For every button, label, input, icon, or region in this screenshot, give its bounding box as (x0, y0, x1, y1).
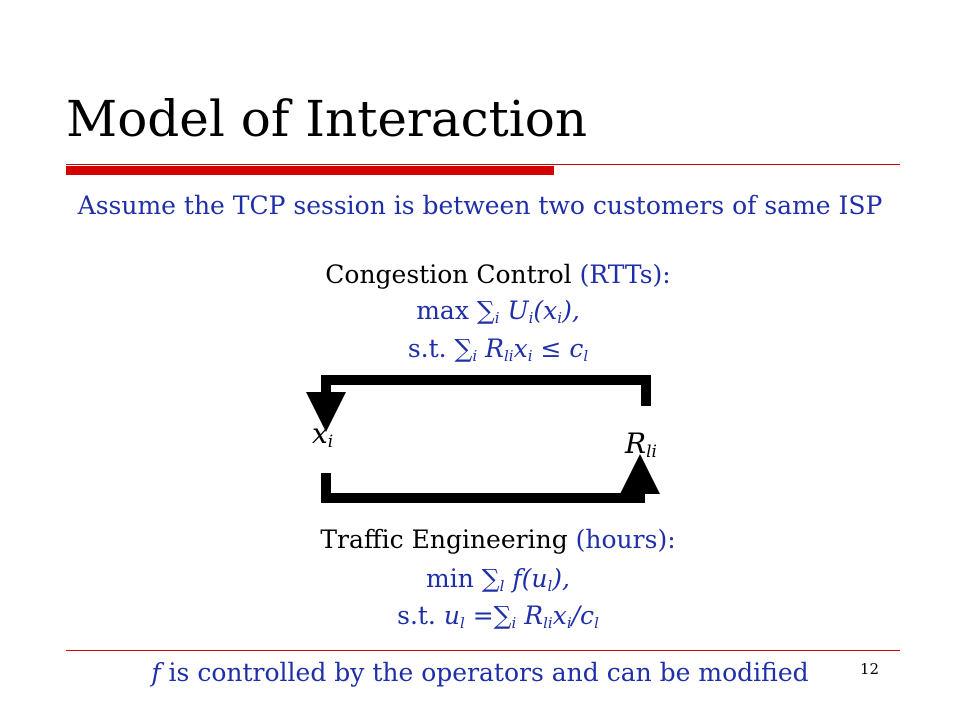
footnote-symbol: f (151, 658, 161, 687)
rate-variable: x (552, 601, 567, 630)
footnote: f is controlled by the operators and can… (0, 658, 960, 687)
congestion-control-timescale: (RTTs): (579, 260, 671, 289)
sum-index: i (472, 346, 478, 365)
cost-function: f(u (504, 564, 548, 593)
routing-matrix: R (516, 601, 544, 630)
objective-operator: min ∑ (426, 564, 500, 593)
routing-matrix-index: li (543, 613, 553, 632)
page-number: 12 (860, 660, 880, 678)
utilization-variable: u (443, 601, 460, 630)
sum-index: l (499, 576, 505, 595)
sum-index: i (494, 308, 500, 327)
traffic-engineering-timescale: (hours): (575, 525, 676, 554)
routing-matrix-label: Rli (625, 427, 657, 462)
traffic-engineering-objective: min ∑l f(ul), (0, 564, 960, 593)
congestion-control-objective: max ∑i Ui(xi), (0, 296, 960, 325)
traffic-engineering-label: Traffic Engineering (320, 525, 576, 554)
rate-variable: x (513, 334, 528, 363)
utilization-index: l (547, 576, 553, 595)
constraint-prefix: s.t. (397, 601, 444, 630)
slide-title: Model of Interaction (66, 90, 588, 148)
rate-variable-symbol: x (312, 417, 328, 450)
capacity-relation: ≤ c (532, 334, 584, 363)
routing-matrix-index: li (503, 346, 514, 365)
routing-matrix: R (477, 334, 504, 363)
assumption-text: Assume the TCP session is between two cu… (77, 191, 883, 220)
capacity-index: l (594, 613, 599, 632)
traffic-engineering-heading: Traffic Engineering (hours): (0, 527, 960, 552)
utility-argument: (x (533, 296, 558, 325)
rate-variable-label: xi (312, 417, 334, 452)
traffic-engineering-constraint: s.t. ul =∑i Rlixi/cl (0, 601, 960, 630)
congestion-control-constraint: s.t. ∑i Rlixi ≤ cl (0, 334, 960, 363)
routing-matrix-index: li (646, 441, 657, 462)
rate-index: i (566, 613, 572, 632)
title-underline-thin (66, 164, 900, 165)
footer-divider (66, 650, 900, 651)
congestion-control-heading: Congestion Control (RTTs): (0, 262, 960, 287)
utilization-index: l (459, 613, 465, 632)
footnote-text: is controlled by the operators and can b… (160, 658, 809, 687)
rate-variable-index: i (327, 431, 334, 452)
bottom-feedback-arrow (321, 454, 660, 503)
argument-index: i (557, 308, 563, 327)
objective-operator: max ∑ (416, 296, 495, 325)
argument-close: ), (562, 296, 580, 325)
utility-index: i (528, 308, 534, 327)
equals-sum: =∑ (464, 601, 512, 630)
top-feedback-arrow (306, 375, 651, 432)
capacity-index: l (583, 346, 589, 365)
utility-function: U (499, 296, 529, 325)
constraint-prefix: s.t. ∑ (407, 334, 473, 363)
congestion-control-label: Congestion Control (325, 260, 580, 289)
cost-function-close: ), (552, 564, 570, 593)
rate-index: i (527, 346, 533, 365)
title-underline-thick (66, 166, 554, 175)
sum-index: i (511, 613, 517, 632)
routing-matrix-symbol: R (625, 427, 647, 460)
capacity-divisor: /c (571, 601, 595, 630)
